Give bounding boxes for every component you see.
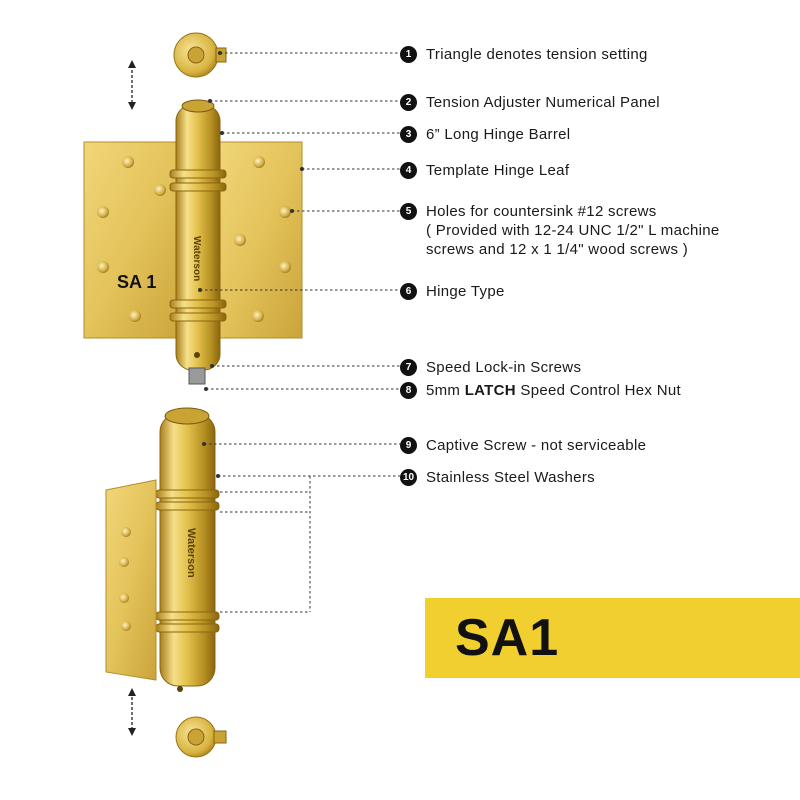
callout-9: 9 Captive Screw - not serviceable (400, 436, 646, 455)
callout-text: Tension Adjuster Numerical Panel (426, 94, 660, 111)
callout-3: 3 6” Long Hinge Barrel (400, 125, 570, 144)
tension-adjuster-cap-top (173, 32, 227, 78)
callout-text: 5mm LATCH Speed Control Hex Nut (426, 382, 681, 399)
hinge-leaf-bottom (105, 479, 157, 681)
model-banner: SA1 (425, 598, 800, 678)
tension-adjuster-cap-bottom (175, 716, 227, 758)
callout-number: 4 (400, 162, 417, 179)
callout-10: 10 Stainless Steel Washers (400, 468, 595, 487)
callout-number: 1 (400, 46, 417, 63)
leader-lines (200, 52, 400, 613)
screw-hole-icon (97, 156, 291, 322)
brand-mark-top: Waterson (191, 236, 202, 281)
callout-8: 8 5mm LATCH Speed Control Hex Nut (400, 381, 681, 400)
callout-number: 3 (400, 126, 417, 143)
hinge-type-label: SA 1 (117, 272, 157, 292)
callout-text: Speed Lock-in Screws (426, 359, 582, 376)
callout-text: Template Hinge Leaf (426, 162, 570, 179)
callout-7: 7 Speed Lock-in Screws (400, 358, 581, 377)
callout-text: Stainless Steel Washers (426, 469, 595, 486)
callout-text: Hinge Type (426, 283, 505, 300)
screw-hole-icon (119, 527, 131, 631)
model-banner-label: SA1 (455, 609, 560, 667)
callout-2: 2 Tension Adjuster Numerical Panel (400, 93, 660, 112)
callout-number: 8 (400, 382, 417, 399)
callout-number: 2 (400, 94, 417, 111)
hinge-barrel-top: Waterson (169, 99, 227, 385)
callout-text: Triangle denotes tension setting (426, 46, 648, 63)
callout-number: 5 (400, 203, 417, 220)
callout-text: Captive Screw - not serviceable (426, 437, 647, 454)
template-hinge-leaf (83, 141, 303, 339)
callout-1: 1 Triangle denotes tension setting (400, 45, 648, 64)
callout-text: Holes for countersink #12 screws ( Provi… (426, 203, 720, 258)
callout-text: 6” Long Hinge Barrel (426, 126, 571, 143)
leader-dots (198, 51, 304, 478)
callout-number: 10 (400, 469, 417, 486)
callout-4: 4 Template Hinge Leaf (400, 161, 569, 180)
hinge-barrel-bottom: Waterson (155, 407, 220, 692)
callout-number: 6 (400, 283, 417, 300)
callout-5: 5 Holes for countersink #12 screws ( Pro… (400, 202, 720, 259)
brand-mark-bottom: Waterson (185, 528, 197, 578)
callout-number: 7 (400, 359, 417, 376)
callout-6: 6 Hinge Type (400, 282, 505, 301)
callout-number: 9 (400, 437, 417, 454)
